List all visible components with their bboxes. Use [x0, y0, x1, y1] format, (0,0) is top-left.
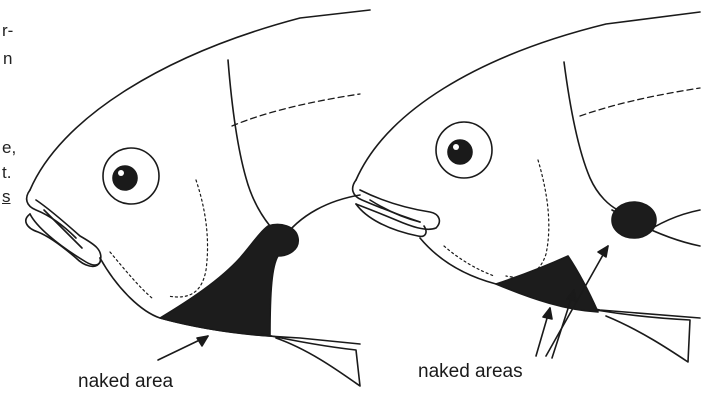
- naked-area-label: naked area: [78, 371, 173, 393]
- left-fish-preopercle-dotted: [168, 180, 208, 297]
- left-fish-cheek-dotted: [110, 252, 152, 298]
- right-fish-lateral-line: [580, 88, 700, 116]
- left-fish-jaw-inner: [44, 210, 82, 248]
- right-fish-dorsal-outline: [356, 12, 700, 180]
- left-fish-dorsal-outline: [30, 10, 370, 190]
- right-fish-cheek-dotted: [444, 246, 494, 276]
- right-fish-opercle-outline: [564, 62, 618, 210]
- left-naked-area-arrow: [158, 336, 208, 360]
- left-fish-mouth: [26, 190, 101, 266]
- left-fish-lower-jaw: [30, 214, 100, 265]
- left-fish-pupil: [113, 166, 137, 190]
- naked-areas-label: naked areas: [418, 361, 523, 383]
- clipped-text-5: s: [2, 188, 11, 205]
- right-fish-eye: [436, 122, 492, 178]
- right-naked-area-throat: [496, 256, 598, 312]
- left-fish-eye-highlight: [118, 170, 124, 176]
- left-fish-opercle-outline: [228, 60, 270, 226]
- clipped-text-1: r-: [2, 22, 13, 39]
- right-fish-pelvic-fin: [596, 310, 690, 362]
- clipped-text-3: e,: [2, 139, 16, 156]
- clipped-text-4: t.: [2, 164, 11, 181]
- clipped-text-2: n: [3, 50, 12, 67]
- right-fish-maxilla: [356, 190, 439, 229]
- left-naked-area: [160, 225, 298, 337]
- right-fish-pupil: [448, 140, 472, 164]
- right-fish-preopercle-dotted: [506, 160, 549, 277]
- right-fish-eye-highlight: [453, 144, 459, 150]
- right-fish-mouth: [353, 180, 440, 236]
- left-fish-lateral-line: [232, 94, 360, 126]
- left-fish-eye: [103, 148, 159, 204]
- right-naked-area-pectoral: [612, 202, 656, 238]
